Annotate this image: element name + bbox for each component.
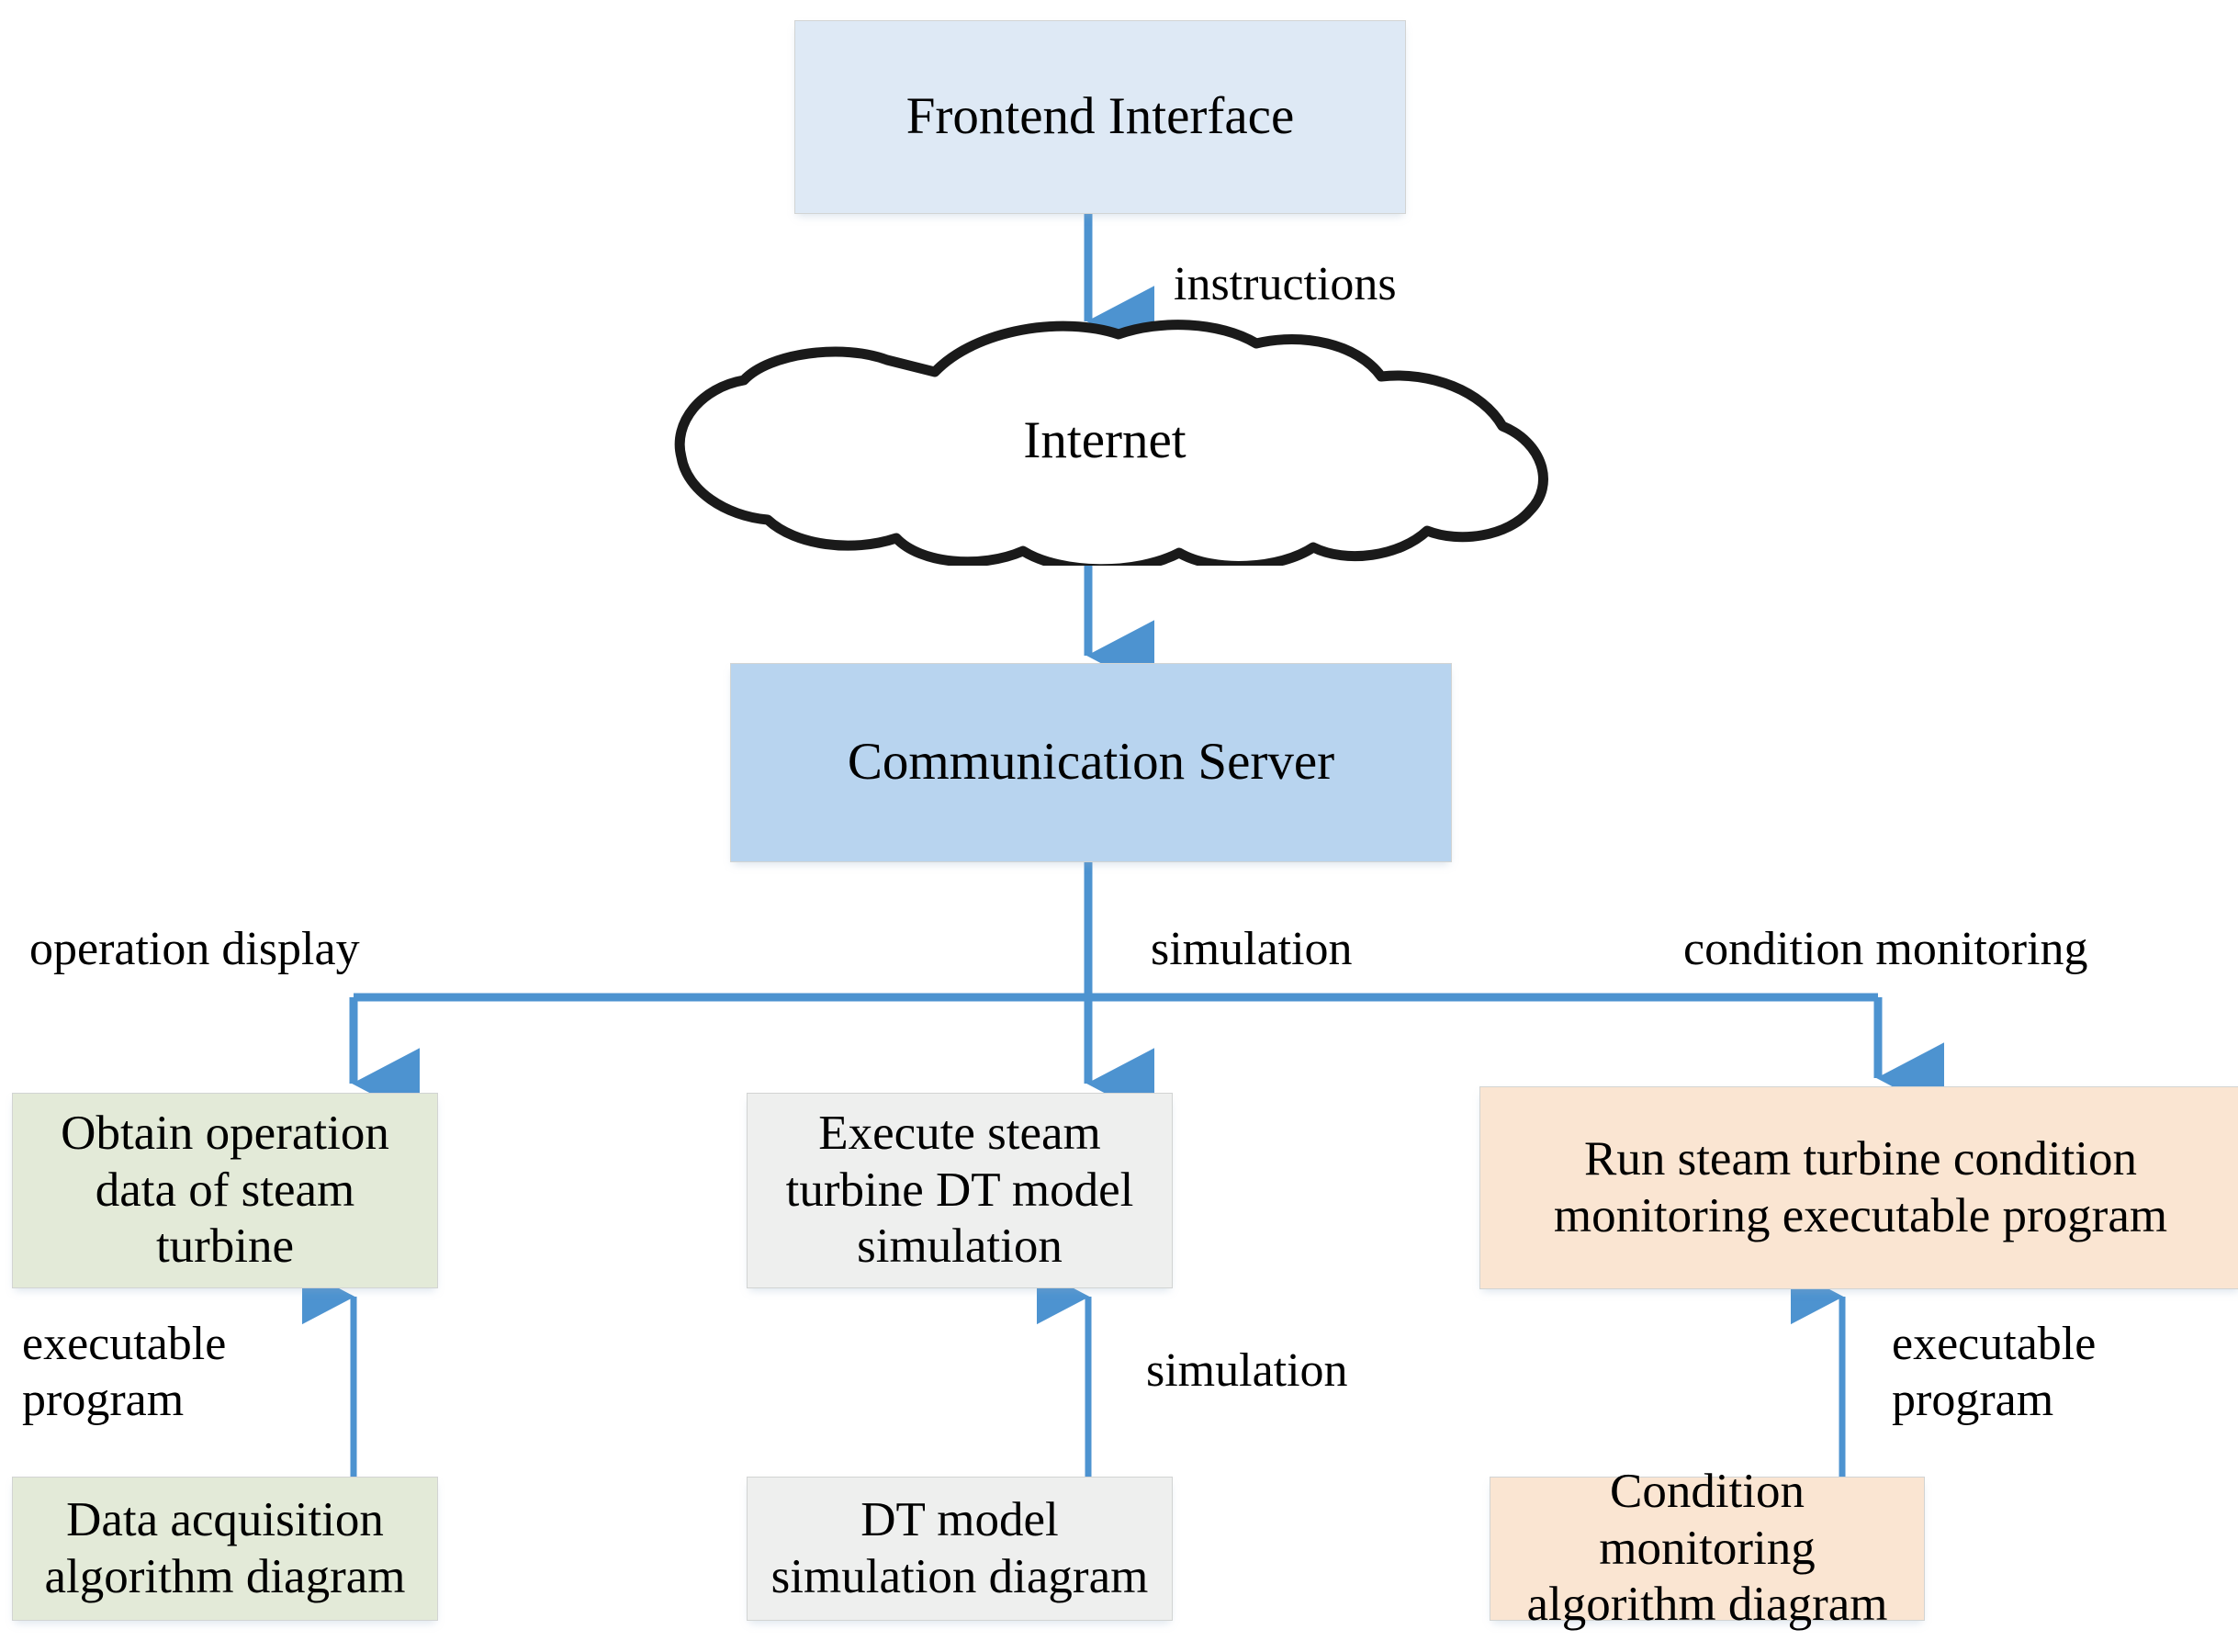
node-condition-monitoring-algorithm-diagram-label: Condition monitoring algorithm diagram <box>1526 1465 1888 1632</box>
edge-label-instructions: instructions <box>1174 258 1397 310</box>
edge-server-trunk <box>354 862 1878 1002</box>
node-obtain-operation-data[interactable]: Obtain operation data of steam turbine <box>12 1093 438 1288</box>
node-frontend-interface-label: Frontend Interface <box>905 87 1295 146</box>
cloud-icon <box>674 320 1548 566</box>
node-execute-dt-model-simulation[interactable]: Execute steam turbine DT model simulatio… <box>747 1093 1173 1288</box>
node-condition-monitoring-algorithm-diagram[interactable]: Condition monitoring algorithm diagram <box>1490 1465 1925 1631</box>
node-frontend-interface[interactable]: Frontend Interface <box>794 20 1406 214</box>
node-run-condition-monitoring-program-label: Run steam turbine condition monitoring e… <box>1553 1132 2168 1242</box>
node-dt-model-simulation-diagram-label: DT model simulation diagram <box>770 1493 1149 1603</box>
node-communication-server-label: Communication Server <box>847 733 1335 792</box>
edge-label-executable-program-left: executable program <box>22 1318 227 1427</box>
node-communication-server[interactable]: Communication Server <box>730 663 1452 862</box>
node-dt-model-simulation-diagram[interactable]: DT model simulation diagram <box>747 1477 1173 1621</box>
edge-label-simulation-top: simulation <box>1151 923 1353 975</box>
node-run-condition-monitoring-program[interactable]: Run steam turbine condition monitoring e… <box>1479 1086 2238 1289</box>
node-data-acquisition-algorithm-diagram-label: Data acquisition algorithm diagram <box>44 1493 406 1603</box>
edge-label-executable-program-right: executable program <box>1892 1318 2097 1427</box>
edge-label-simulation-middle: simulation <box>1146 1344 1348 1397</box>
node-obtain-operation-data-label: Obtain operation data of steam turbine <box>61 1107 389 1274</box>
node-execute-dt-model-simulation-label: Execute steam turbine DT model simulatio… <box>785 1107 1134 1274</box>
node-data-acquisition-algorithm-diagram[interactable]: Data acquisition algorithm diagram <box>12 1477 438 1621</box>
edge-label-operation-display: operation display <box>29 923 360 975</box>
node-internet-cloud[interactable]: Internet <box>659 320 1550 566</box>
edge-label-condition-monitoring: condition monitoring <box>1683 923 2088 975</box>
node-internet-label: Internet <box>1023 410 1186 469</box>
